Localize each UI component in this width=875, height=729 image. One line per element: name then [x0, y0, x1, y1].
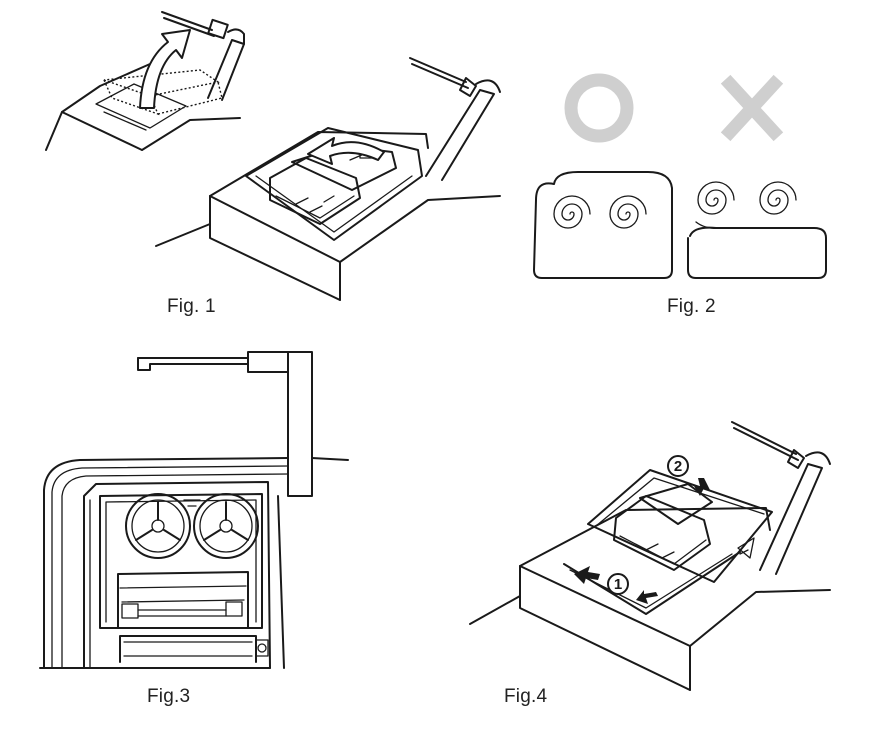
cross-wrong-icon — [720, 74, 784, 142]
paper-roll-correct — [533, 171, 673, 279]
fig3-paper-arm — [137, 351, 349, 497]
paper-roll-wrong — [687, 181, 827, 279]
arrow-slide-left-icon — [574, 566, 600, 584]
arrow-insert-icon — [307, 137, 385, 165]
arrow-slide-right-icon — [636, 590, 658, 604]
figure-2: Fig. 2 — [520, 0, 875, 330]
figure-1-drawing — [45, 11, 501, 301]
fig1-printer-body — [155, 57, 501, 301]
fig3-body — [39, 457, 289, 669]
figure-4-drawing: 1 2 — [469, 421, 831, 691]
figure-4: 1 2 Fig.4 — [450, 400, 875, 729]
fig4-caption: Fig.4 — [504, 686, 548, 707]
step-1-label: 1 — [614, 576, 622, 593]
arrow-down-icon — [694, 478, 710, 496]
step-2-label: 2 — [674, 458, 682, 475]
fig1-caption: Fig. 1 — [167, 296, 216, 317]
fig2-caption: Fig. 2 — [667, 296, 716, 317]
circle-correct-icon — [564, 73, 634, 143]
figure-3-drawing — [39, 351, 349, 669]
step-2-marker: 2 — [667, 455, 689, 477]
fig4-printer-body — [469, 421, 831, 691]
fig3-caption: Fig.3 — [147, 686, 191, 707]
step-1-marker: 1 — [607, 573, 629, 595]
arrow-up-icon — [139, 29, 191, 109]
figure-3: Fig.3 — [0, 340, 420, 729]
ribbon-spool-right — [193, 493, 259, 559]
ribbon-spool-left — [125, 493, 191, 559]
figure-2-drawing — [533, 73, 827, 279]
fig1-inset — [45, 11, 245, 151]
figure-1: Fig. 1 — [0, 0, 520, 317]
